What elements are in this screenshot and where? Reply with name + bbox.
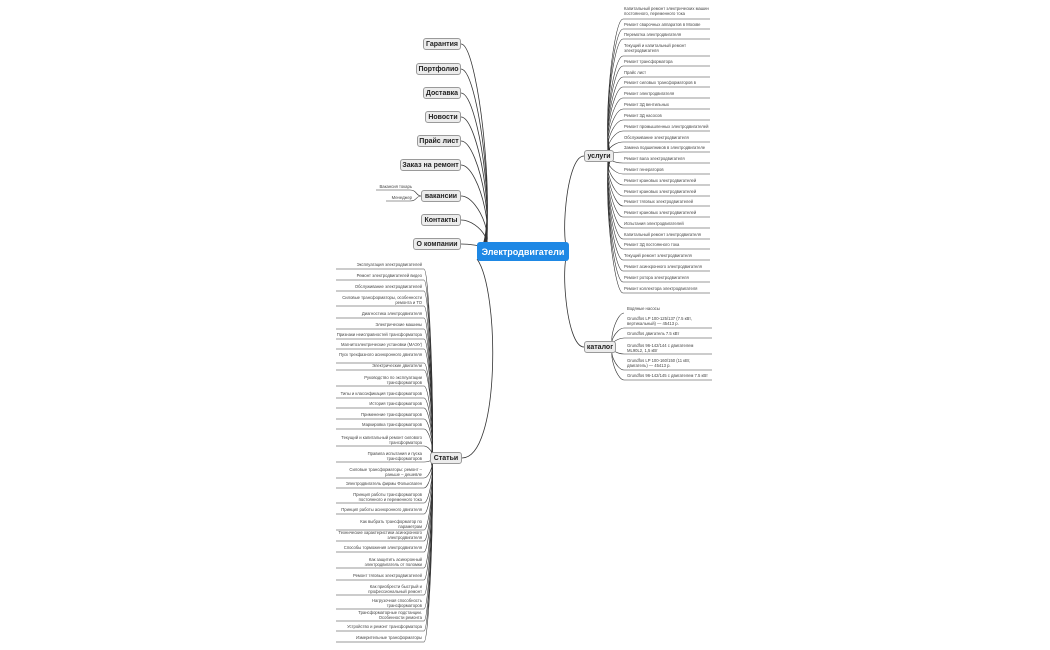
stati-item[interactable]: Правила испытания и пуска трансформаторо… [367,451,422,461]
stati-item[interactable]: Устройство и ремонт трансформатора [347,624,422,629]
stati-item[interactable]: Силовые трансформаторы: ремонт – раньше … [349,467,422,477]
vakansii-item[interactable]: Менеджер [391,195,412,200]
connector-line [460,140,488,252]
stati-item[interactable]: Пуск трехфазного асинхронного двигателя [338,352,422,357]
topic-portfolio[interactable]: Портфолио [416,63,461,75]
uslugi-item[interactable]: Ремонт вала электродвигателя [624,156,685,161]
uslugi-item[interactable]: Капитальный ремонт электрических машин п… [624,6,709,16]
topic-kontakty[interactable]: Контакты [421,214,461,226]
stati-item[interactable]: Применение трансформаторов [361,412,422,417]
stati-item[interactable]: Как приобрести быстрый и профессиональны… [368,584,422,594]
uslugi-item[interactable]: Ремонт трансформатора [624,59,673,64]
stati-item[interactable]: Способы торможения электродвигателя [343,545,422,550]
uslugi-item[interactable]: Капитальный ремонт электродвигателя [624,232,701,237]
stati-item[interactable]: Электродвигатель фирмы Фольксваген [345,481,422,486]
uslugi-item[interactable]: Ремонт промышленных электродвигателей [624,124,709,129]
uslugi-item[interactable]: Ремонт коллектора электродвигателя [624,286,698,291]
stati-item[interactable]: Обслуживание электродвигателей [354,284,422,289]
uslugi-item[interactable]: Ремонт силовых трансформаторов в Москве [624,80,696,86]
topic-dostavka[interactable]: Доставка [423,87,461,99]
katalog-item[interactable]: Grundfos двигатель 7.5 кВт [627,331,680,336]
stati-item[interactable]: Руководство по эксплуатации трансформато… [364,375,422,385]
connector-line [460,164,488,252]
uslugi-item[interactable]: Текущий ремонт электродвигателя [624,253,692,258]
katalog-item[interactable]: Grundfos LP 100-160/150 (11 кВт, двигате… [627,358,691,368]
vakansii-item[interactable]: Вакансия токарь [379,184,412,189]
connector-line [564,155,585,252]
uslugi-item[interactable]: Ремонт 3Д насосов [624,113,662,118]
connector-line [423,457,433,596]
uslugi-item[interactable]: Замена подшипников в электродвигателе [624,145,706,150]
topic-o-kompanii[interactable]: О компании [413,238,461,250]
uslugi-item[interactable]: Ремонт электродвигателя [624,91,675,96]
central-topic[interactable]: Электродвигатели [477,242,569,261]
stati-item[interactable]: Принцип работы трансформаторов постоянно… [353,492,422,502]
stati-item[interactable]: Электрические машины [375,322,422,327]
stati-item[interactable]: История трансформаторов [369,401,422,406]
topic-garantiya[interactable]: Гарантия [423,38,461,50]
uslugi-item[interactable]: Обслуживание электродвигателя [624,135,689,140]
topic-novosti[interactable]: Новости [425,111,461,123]
uslugi-item[interactable]: Ремонт 3Д вентильных [624,102,669,107]
stati-item[interactable]: Маркировка трансформаторов [362,422,422,427]
stati-item[interactable]: Силовые трансформаторы, особенности ремо… [342,295,422,305]
connector-line [607,155,624,294]
topic-katalog[interactable]: каталог [584,341,616,353]
connector-line [423,457,433,643]
uslugi-item[interactable]: Ремонт ротора электродвигателя [624,275,689,280]
uslugi-item[interactable]: Ремонт крановых электродвигателей [624,210,697,215]
connector-line [607,28,624,157]
uslugi-item[interactable]: Испытания электродвигателей [624,221,684,226]
connector-line [376,189,422,197]
topic-stati[interactable]: Статьи [430,452,462,464]
katalog-item[interactable]: Grundfos 96-142/145 с двигателем 7.5 кВт [627,373,708,378]
uslugi-item[interactable]: Прайс лист [624,70,647,75]
stati-item[interactable]: Трансформаторные подстанции. Особенности… [358,610,422,620]
uslugi-item[interactable]: Ремонт тяговых электродвигателей [624,199,694,204]
stati-item[interactable]: Диагностика электродвигателя [361,311,422,316]
stati-item[interactable]: Ремонт электродвигателей видео [356,273,422,278]
uslugi-item[interactable]: Ремонт крановых электродвигателей [624,189,697,194]
connector-line [460,116,488,252]
uslugi-item[interactable]: Ремонт асинхронного электродвигателя [624,264,702,269]
connector-line [461,258,494,459]
stati-item[interactable]: Как защитить асинхронный электродвигател… [364,557,422,567]
topic-price-list[interactable]: Прайс лист [417,135,461,147]
topic-uslugi[interactable]: услуги [584,150,614,162]
stati-item[interactable]: Как выбрать трансформатор по параметрам [360,519,422,529]
katalog-header[interactable]: Водяные насосы [627,306,660,311]
stati-item[interactable]: Электрические двигатели [372,363,422,368]
uslugi-item[interactable]: Ремонт крановых электродвигателей [624,178,697,183]
uslugi-item[interactable]: Текущий и капитальный ремонт электродвиг… [624,43,687,53]
stati-item[interactable]: Текущий и капитальный ремонт силового тр… [341,435,422,445]
stati-item[interactable]: Принцип работы асинхронного двигателя [341,507,422,512]
stati-item[interactable]: Измерительные трансформаторы [355,635,422,640]
connector-line [386,195,422,202]
uslugi-item[interactable]: Перемотка электродвигателя [624,32,682,37]
katalog-item[interactable]: Grundfos LP 100-125/137 (7.5 кВт, вертик… [627,316,692,326]
uslugi-item[interactable]: Ремонт 3Д постоянного тока [624,242,680,247]
uslugi-item[interactable]: Ремонт генераторов [624,167,664,172]
stati-item[interactable]: Магнитоэлектрические установки (МАЭУ) [341,342,422,347]
stati-item[interactable]: Признаки неисправностей трансформатора [336,332,422,337]
katalog-item[interactable]: Grundfos 96-142/144 с двигателем ML90L2,… [627,343,694,353]
stati-item[interactable]: Эксплуатация электродвигателей [356,262,422,267]
topic-vakansii[interactable]: вакансии [421,190,461,202]
uslugi-item[interactable]: Ремонт сварочных аппаратов в Москве [624,22,701,27]
stati-item[interactable]: Технические характеристики асинхронного … [338,530,422,540]
connector-line [460,92,488,252]
stati-item[interactable]: Ремонт тяговых электродвигателей [352,573,422,578]
topic-repair-order[interactable]: Заказ на ремонт [400,159,461,171]
connector-line [607,155,624,283]
stati-item[interactable]: Типы и классификация трансформаторов [340,391,422,396]
stati-item[interactable]: Нагрузочная способность трансформаторов [371,598,422,608]
connector-line [564,252,585,348]
